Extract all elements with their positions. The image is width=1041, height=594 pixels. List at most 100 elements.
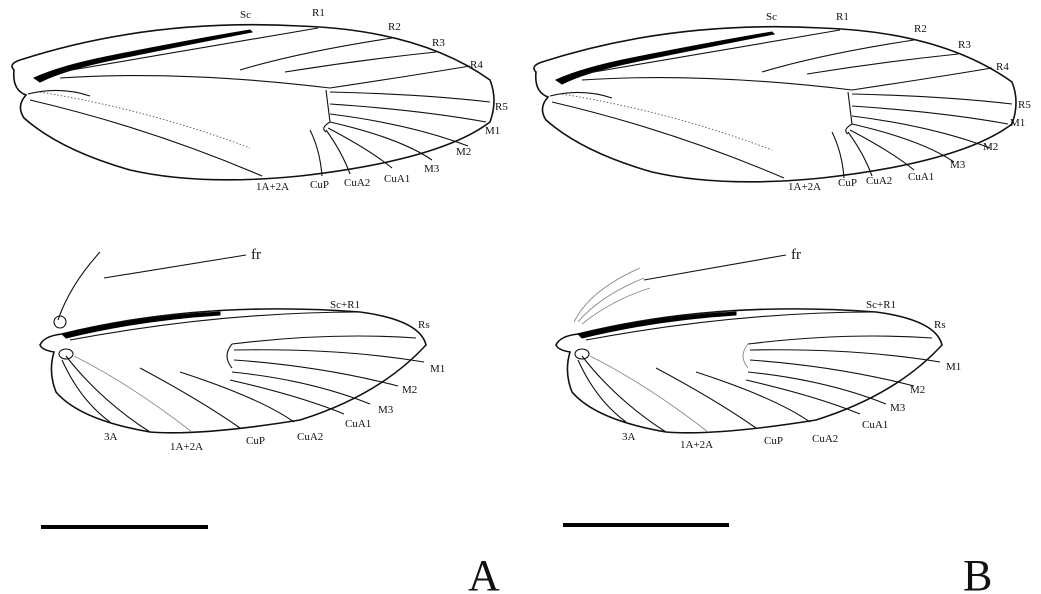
- hindwing-a-cua1: [229, 379, 345, 415]
- hindwing-a-m1: [233, 349, 425, 363]
- hindwing-a-fr-leader: [103, 254, 247, 279]
- hwb-label-m1: M1: [946, 361, 961, 373]
- hwb-label-1a2a: 1A+2A: [680, 439, 713, 451]
- forewing-b-m1: [851, 105, 1009, 125]
- hwb-label-scr1: Sc+R1: [866, 299, 896, 311]
- forewing-a-sc-thick: [32, 29, 254, 83]
- hindwing-a-scr1: [69, 311, 361, 341]
- forewing-a-1a2a: [29, 99, 263, 177]
- hwb-label-cua2: CuA2: [812, 433, 838, 445]
- forewing-b-r1: [581, 29, 841, 75]
- fwb-label-m2: M2: [983, 141, 998, 153]
- hwa-label-m1: M1: [430, 363, 445, 375]
- hwb-label-cup: CuP: [764, 435, 783, 447]
- hindwing-a-anal-2: [65, 355, 151, 433]
- forewing-b-outline: [533, 25, 1017, 183]
- forewing-a-anal-inner: [27, 89, 91, 97]
- forewing-a-cua1: [327, 127, 393, 169]
- hindwing-b-cup: [655, 367, 757, 429]
- forewing-b-cua1: [849, 129, 915, 171]
- hindwing-a-m3: [231, 371, 371, 405]
- forewing-b-r5: [851, 93, 1013, 105]
- hwa-label-1a2a: 1A+2A: [170, 441, 203, 453]
- forewing-b-m2: [851, 115, 991, 149]
- hwa-label-cua1: CuA1: [345, 418, 371, 430]
- panel-letter-a: A: [468, 551, 500, 594]
- forewing-b: [533, 25, 1017, 183]
- hindwing-b-m1: [749, 349, 941, 363]
- hindwing-b-m2: [749, 359, 915, 387]
- forewing-a-m3: [329, 121, 433, 161]
- hindwing-b-rs: [747, 335, 933, 345]
- scale-bar-a: [41, 525, 208, 529]
- hindwing-a-frenulum-base: [53, 315, 67, 329]
- hwa-label-scr1: Sc+R1: [330, 299, 360, 311]
- hindwing-a-costa-thick: [61, 311, 221, 339]
- hindwing-a-base-sclerite: [58, 348, 74, 360]
- hwa-label-rs: Rs: [418, 319, 430, 331]
- hindwing-b-frenulum-2: [577, 277, 645, 323]
- fwb-label-cua2: CuA2: [866, 175, 892, 187]
- hindwing-b-fr-leader: [643, 254, 787, 281]
- hwa-label-m2: M2: [402, 384, 417, 396]
- fwb-label-r5: R5: [1018, 99, 1031, 111]
- hindwing-b-m3: [747, 371, 887, 405]
- fwa-label-r4: R4: [470, 59, 483, 71]
- fwa-label-sc: Sc: [240, 9, 251, 21]
- forewing-a-cup: [309, 129, 323, 177]
- fwb-label-cup: CuP: [838, 177, 857, 189]
- forewing-a-r5: [329, 91, 491, 103]
- hindwing-b-cell: [742, 343, 749, 369]
- hindwing-b-frenulum-1: [573, 267, 641, 323]
- panel-letter-b: B: [963, 551, 992, 594]
- fwa-label-1a2a: 1A+2A: [256, 181, 289, 193]
- forewing-b-cup: [831, 131, 845, 179]
- fwb-label-1a2a: 1A+2A: [788, 181, 821, 193]
- forewing-a-cell: [323, 89, 331, 133]
- fwa-label-r5: R5: [495, 101, 508, 113]
- forewing-b-sc-thick: [554, 31, 776, 85]
- forewing-b-cell: [845, 91, 853, 135]
- hwa-label-3a: 3A: [104, 431, 118, 443]
- panel-b: Sc R1 R2 R3 R4 R5 M1 M2 M3 CuA1 CuA2 CuP…: [533, 11, 1031, 594]
- scale-bar-b: [563, 523, 729, 527]
- panel-a: Sc R1 R2 R3 R4 R5 M1 M2 M3 CuA1 CuA2 CuP…: [11, 7, 508, 594]
- hwb-label-rs: Rs: [934, 319, 946, 331]
- hwa-label-cup: CuP: [246, 435, 265, 447]
- fwb-label-r3: R3: [958, 39, 971, 51]
- fwa-label-cua2: CuA2: [344, 177, 370, 189]
- hindwing-b: [555, 254, 943, 434]
- hindwing-b-cua2: [695, 371, 811, 423]
- hindwing-a-cua2: [179, 371, 295, 423]
- fwa-label-r1: R1: [312, 7, 325, 19]
- forewing-a-dotted-vein: [39, 91, 251, 149]
- hwb-label-fr: fr: [791, 247, 801, 263]
- forewing-a-r4: [329, 65, 471, 89]
- forewing-a-radial-stem: [59, 74, 331, 89]
- forewing-b-cua2: [847, 131, 873, 177]
- hindwing-b-3a: [577, 359, 627, 423]
- hindwing-b-base-sclerite: [574, 348, 590, 360]
- hindwing-a-cell: [226, 343, 233, 369]
- hwa-label-fr: fr: [251, 247, 261, 263]
- forewing-b-radial-stem: [581, 76, 853, 91]
- hwa-label-m3: M3: [378, 404, 394, 416]
- fwa-label-m2: M2: [456, 146, 471, 158]
- fwb-label-r4: R4: [996, 61, 1009, 73]
- forewing-a-outline: [11, 23, 495, 181]
- forewing-a-r3: [284, 51, 437, 73]
- hindwing-a: [39, 251, 427, 434]
- forewing-b-r3: [806, 53, 959, 75]
- fwa-label-m1: M1: [485, 125, 500, 137]
- hindwing-a-3a: [61, 359, 111, 423]
- fwb-label-cua1: CuA1: [908, 171, 934, 183]
- hwb-label-cua1: CuA1: [862, 419, 888, 431]
- fwb-label-sc: Sc: [766, 11, 777, 23]
- hwb-label-3a: 3A: [622, 431, 636, 443]
- forewing-b-anal-inner: [549, 91, 613, 99]
- hindwing-b-1a2a: [589, 355, 709, 433]
- hindwing-b-cua1: [745, 379, 861, 415]
- hindwing-b-frenulum-3: [581, 287, 651, 325]
- forewing-b-r2: [761, 39, 915, 73]
